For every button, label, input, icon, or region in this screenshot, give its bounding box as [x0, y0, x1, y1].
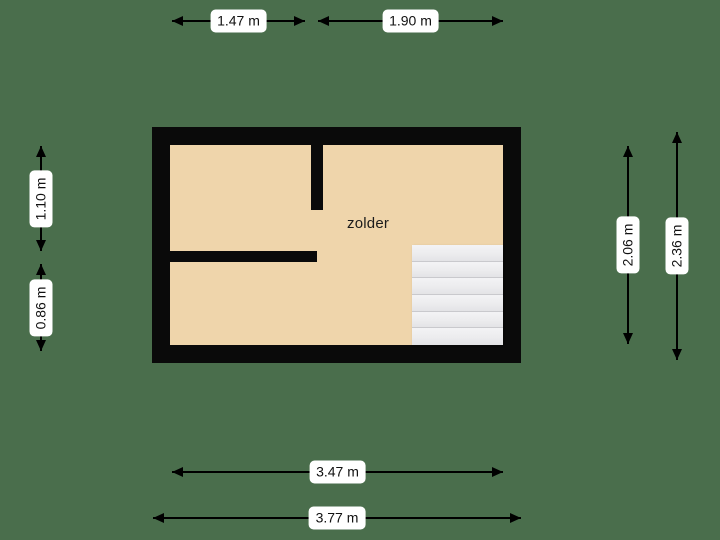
arrow-left-icon: [172, 16, 183, 26]
dimension-right-inner: 2.06 m: [616, 146, 640, 344]
room-label-zolder: zolder: [347, 215, 390, 232]
interior-wall-vertical: [311, 145, 323, 210]
stair-tread: [412, 311, 503, 329]
arrow-up-icon: [36, 146, 46, 157]
arrow-up-icon: [672, 132, 682, 143]
stair-tread: [412, 328, 503, 345]
arrow-left-icon: [318, 16, 329, 26]
arrow-right-icon: [492, 16, 503, 26]
dimension-top-left: 1.47 m: [172, 9, 305, 33]
dimension-label: 1.10 m: [29, 170, 53, 227]
stair-tread: [412, 245, 503, 262]
arrow-down-icon: [36, 240, 46, 251]
arrow-down-icon: [36, 340, 46, 351]
dimension-left-upper: 1.10 m: [29, 146, 53, 251]
interior-wall-horizontal: [170, 251, 317, 262]
dimension-label: 0.86 m: [29, 279, 53, 336]
arrow-up-icon: [623, 146, 633, 157]
arrow-right-icon: [510, 513, 521, 523]
arrow-right-icon: [492, 467, 503, 477]
dimension-label: 3.47 m: [309, 460, 366, 484]
dimension-label: 2.36 m: [665, 217, 689, 275]
arrow-left-icon: [172, 467, 183, 477]
dimension-label: 1.47 m: [210, 9, 267, 33]
dimension-top-right: 1.90 m: [318, 9, 503, 33]
dimension-bottom-inner: 3.47 m: [172, 460, 503, 484]
dimension-left-lower: 0.86 m: [29, 264, 53, 351]
dimension-label: 1.90 m: [382, 9, 439, 33]
arrow-left-icon: [153, 513, 164, 523]
stair-tread: [412, 278, 503, 295]
stair-tread: [412, 294, 503, 312]
dimension-bottom-outer: 3.77 m: [153, 506, 521, 530]
arrow-down-icon: [672, 349, 682, 360]
dimension-label: 3.77 m: [308, 506, 366, 530]
arrow-right-icon: [294, 16, 305, 26]
dimension-right-outer: 2.36 m: [665, 132, 689, 360]
stair-tread: [412, 261, 503, 279]
staircase: [412, 245, 503, 345]
arrow-down-icon: [623, 333, 633, 344]
dimension-label: 2.06 m: [616, 216, 640, 274]
arrow-up-icon: [36, 264, 46, 275]
